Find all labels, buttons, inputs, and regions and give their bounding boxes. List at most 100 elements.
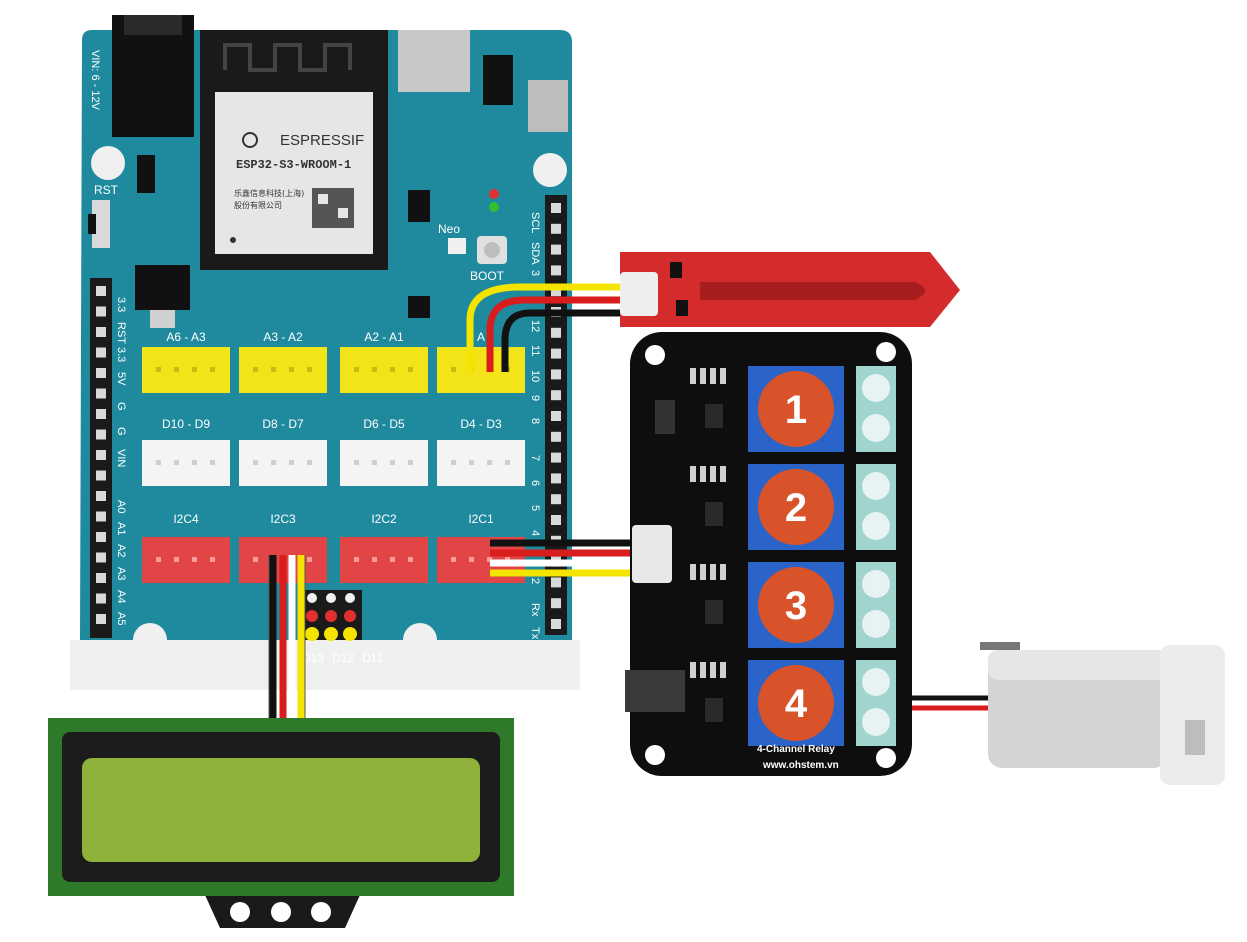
right-pin [551, 244, 561, 255]
right-pin [551, 431, 561, 442]
header-d11: D11 [362, 651, 383, 665]
right-pin-label: 10 [529, 370, 541, 382]
right-pin [551, 223, 561, 234]
connector-label: I2C4 [173, 512, 199, 526]
left-pin [96, 532, 106, 542]
grove-connector [142, 440, 230, 486]
right-pin-label: 5 [529, 505, 541, 511]
left-pin-label: VIN [115, 449, 127, 467]
connector-label: I2C3 [270, 512, 296, 526]
wires [268, 283, 1000, 720]
esp32-board: ESPRESSIF ESP32-S3-WROOM-1 乐鑫信息科技(上海) 股份… [70, 15, 580, 690]
left-pin-label: G [115, 402, 127, 411]
right-pin-label: 9 [529, 395, 541, 401]
module-model: ESP32-S3-WROOM-1 [236, 158, 351, 172]
left-pin-label: A3 [115, 567, 127, 580]
connector-label: A6 - A3 [166, 330, 206, 344]
digital-header: D13 D12 D11 [300, 590, 383, 665]
grove-connector [340, 537, 428, 583]
right-pin [551, 598, 561, 609]
right-pin [551, 494, 561, 505]
right-pin-label: SCL [529, 212, 541, 233]
rst-button [92, 200, 110, 248]
left-pin [96, 306, 106, 317]
grove-connector [340, 347, 428, 393]
left-pin-squares [96, 286, 106, 624]
left-pin [96, 388, 106, 399]
left-pin [96, 511, 106, 522]
left-pin [96, 450, 106, 460]
grove-connector [142, 537, 230, 583]
connector-label: D10 - D9 [162, 417, 210, 431]
relay-url: www.ohstem.vn [762, 760, 839, 771]
right-pin-label: 4 [529, 530, 541, 536]
relay-number: 2 [785, 486, 807, 530]
relay-connector [632, 525, 672, 583]
connector-label: D8 - D7 [262, 417, 304, 431]
relay-number-badge [758, 371, 834, 447]
left-pin [96, 368, 106, 378]
right-pin [551, 473, 561, 484]
right-pin [551, 327, 561, 338]
right-pin-label: 11 [529, 345, 541, 356]
water-pump-icon [980, 642, 1225, 785]
rst-label: RST [94, 183, 119, 197]
connector-label: A2 - A1 [364, 330, 404, 344]
right-pin-label: Rx [529, 603, 541, 617]
right-pin-label: 7 [529, 455, 541, 461]
right-pin-label: SDA [529, 242, 541, 265]
module-maker-1: 乐鑫信息科技(上海) [234, 188, 304, 198]
left-pin-label: A2 [115, 544, 127, 557]
left-pin-label: A1 [115, 522, 127, 535]
module-maker-2: 股份有限公司 [234, 200, 282, 210]
right-pin [551, 411, 561, 421]
neo-label: Neo [438, 222, 460, 236]
left-pin-label: RST [115, 322, 127, 344]
left-pin-label: 5V [115, 372, 127, 386]
right-pin [551, 348, 561, 359]
connector-label: I2C1 [468, 512, 494, 526]
right-pin [551, 452, 561, 463]
module-brand: ESPRESSIF [280, 132, 364, 149]
header-d13: D13 [302, 651, 324, 665]
left-pin [96, 327, 106, 337]
left-pin [96, 614, 106, 624]
right-pin-label: Tx [529, 627, 541, 640]
right-pin [551, 515, 561, 525]
left-pin-label: A4 [115, 590, 127, 603]
sensor-connector [620, 272, 658, 316]
right-pin [551, 203, 561, 213]
usb-port [398, 30, 470, 92]
left-pin [96, 470, 106, 481]
right-pin [551, 286, 561, 297]
grove-connector [437, 347, 525, 393]
right-pin [551, 577, 561, 588]
grove-connector [239, 347, 327, 393]
vin-label: VIN: 6 - 12V [89, 50, 101, 111]
connector-label: I2C2 [371, 512, 397, 526]
relay-number: 1 [785, 388, 807, 432]
left-pin-label: G [115, 427, 127, 436]
relay-number: 3 [785, 584, 807, 628]
connector-label: A [477, 330, 485, 344]
right-pin-label: 6 [529, 480, 541, 486]
left-pin-label: A5 [115, 612, 127, 625]
header-d12: D12 [332, 651, 354, 665]
left-pin-label: 3.3 [115, 297, 127, 312]
grove-connector [437, 440, 525, 486]
boot-label: BOOT [470, 269, 505, 283]
right-pin-label: 2 [529, 578, 541, 584]
neo-led [448, 238, 466, 254]
left-pin [96, 286, 106, 296]
connector-label: D6 - D5 [363, 417, 405, 431]
grove-connector [340, 440, 428, 486]
right-pin [551, 619, 561, 629]
left-pin [96, 409, 106, 419]
lcd-display-icon [48, 718, 514, 928]
relay-number-badge [758, 567, 834, 643]
